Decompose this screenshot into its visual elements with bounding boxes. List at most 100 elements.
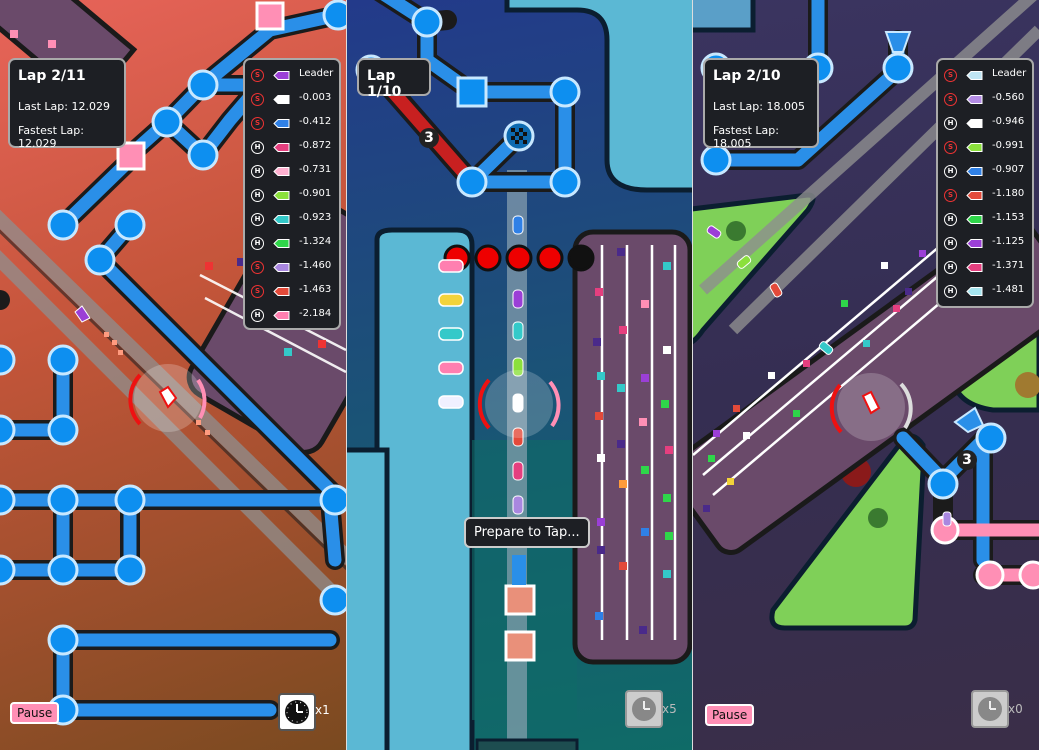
leaderboard-row: H -2.184 [245,306,339,326]
pause-button[interactable]: Pause [705,704,755,726]
car-icon [273,191,290,200]
car-icon [966,119,983,128]
tyre-badge: H [944,165,957,178]
gap-value: -0.003 [299,92,332,103]
leaderboard-row: H-0.923 [245,210,339,230]
tyre-badge: H [944,213,957,226]
car-icon [273,215,290,224]
gap-value: -2.184 [299,308,332,319]
tyre-badge: S [251,69,264,82]
gap-value: Leader [992,68,1027,79]
leaderboard-row: H-1.371 [938,258,1032,278]
tyre-badge: H [944,261,957,274]
car-icon [273,311,290,320]
leaderboard-row: H-1.125 [938,234,1032,254]
car-icon [273,239,290,248]
leaderboard-row: H -0.946 [938,114,1032,134]
track-map-2 [347,0,692,750]
tyre-badge: S [251,261,264,274]
fastest-lap-time: Fastest Lap: 12.029 [18,124,84,150]
tap-prompt: Prepare to Tap... [464,517,590,548]
lap-counter: Lap 1/10 [367,68,402,100]
car-icon [966,95,983,104]
car-icon [966,287,983,296]
tyre-badge: H [944,285,957,298]
track-marker-3: 3 [957,450,977,470]
screen-divider [692,0,693,750]
tyre-badge: H [944,117,957,130]
lap-panel: Lap 2/11 Last Lap: 12.029 Fastest Lap: 1… [8,58,126,150]
leaderboard-row: H -0.901 [245,186,339,206]
gap-value: -1.463 [299,284,332,295]
tyre-badge: H [944,237,957,250]
tyre-badge: H [251,237,264,250]
lap-panel: Lap 1/10 [357,58,431,100]
car-icon [966,239,983,248]
car-icon [966,143,983,152]
tyre-badge: H [251,309,264,322]
gap-value: -0.731 [299,164,332,175]
tyre-badge: S [251,93,264,106]
lap-counter: Lap 2/11 [18,68,86,84]
screen-1: Lap 2/11 Last Lap: 12.029 Fastest Lap: 1… [0,0,346,750]
car-icon [273,287,290,296]
leaderboard-row: S -1.463 [245,282,339,302]
tyre-badge: S [944,69,957,82]
gap-value: -0.991 [992,140,1025,151]
leaderboard-row: H -1.481 [938,282,1032,302]
last-lap-time: Last Lap: 12.029 [18,100,110,113]
leaderboard-row: H -0.731 [245,162,339,182]
tyre-badge: H [251,165,264,178]
car-icon [966,191,983,200]
gap-value: -1.481 [992,284,1025,295]
fastest-lap-time: Fastest Lap: 18.005 [713,124,779,150]
gap-value: -0.901 [299,188,332,199]
pause-button[interactable]: Pause [10,702,60,724]
leaderboard-row: S -0.412 [245,114,339,134]
leaderboard-row: S -1.180 [938,186,1032,206]
gap-value: -1.324 [299,236,332,247]
gap-value: -1.180 [992,188,1025,199]
screen-divider [346,0,347,750]
car-icon [966,263,983,272]
speed-toggle-button[interactable] [625,690,663,728]
gap-value: -1.460 [299,260,332,271]
speed-multiplier: x0 [1008,702,1023,716]
car-icon [966,167,983,176]
gap-value: -1.153 [992,212,1025,223]
gap-value: -0.560 [992,92,1025,103]
speed-multiplier: x1 [315,703,330,717]
speed-toggle-button[interactable] [971,690,1009,728]
gap-value: -0.412 [299,116,332,127]
leaderboard-row: S -0.560 [938,90,1032,110]
screen-3: 3 Lap 2/10 Last Lap: 18.005 Fastest Lap:… [693,0,1039,750]
tyre-badge: S [944,93,957,106]
last-lap-time: Last Lap: 18.005 [713,100,805,113]
car-icon [273,71,290,80]
gap-value: -0.946 [992,116,1025,127]
car-icon [273,263,290,272]
car-icon [273,143,290,152]
gap-value: -0.907 [992,164,1025,175]
leaderboard-row: S -0.003 [245,90,339,110]
tyre-badge: H [251,213,264,226]
leaderboard-row: H -0.907 [938,162,1032,182]
car-icon [966,215,983,224]
tyre-badge: H [251,189,264,202]
tyre-badge: S [944,141,957,154]
lap-counter: Lap 2/10 [713,68,781,84]
tyre-badge: S [251,285,264,298]
clock-icon [632,697,656,721]
leaderboard-row: H-0.872 [245,138,339,158]
tyre-badge: S [944,189,957,202]
track-marker-3: 3 [419,128,439,148]
tyre-badge: S [251,117,264,130]
tyre-badge: H [251,141,264,154]
car-icon [273,119,290,128]
speed-toggle-button[interactable] [278,693,316,731]
leaderboard-row: H -1.153 [938,210,1032,230]
